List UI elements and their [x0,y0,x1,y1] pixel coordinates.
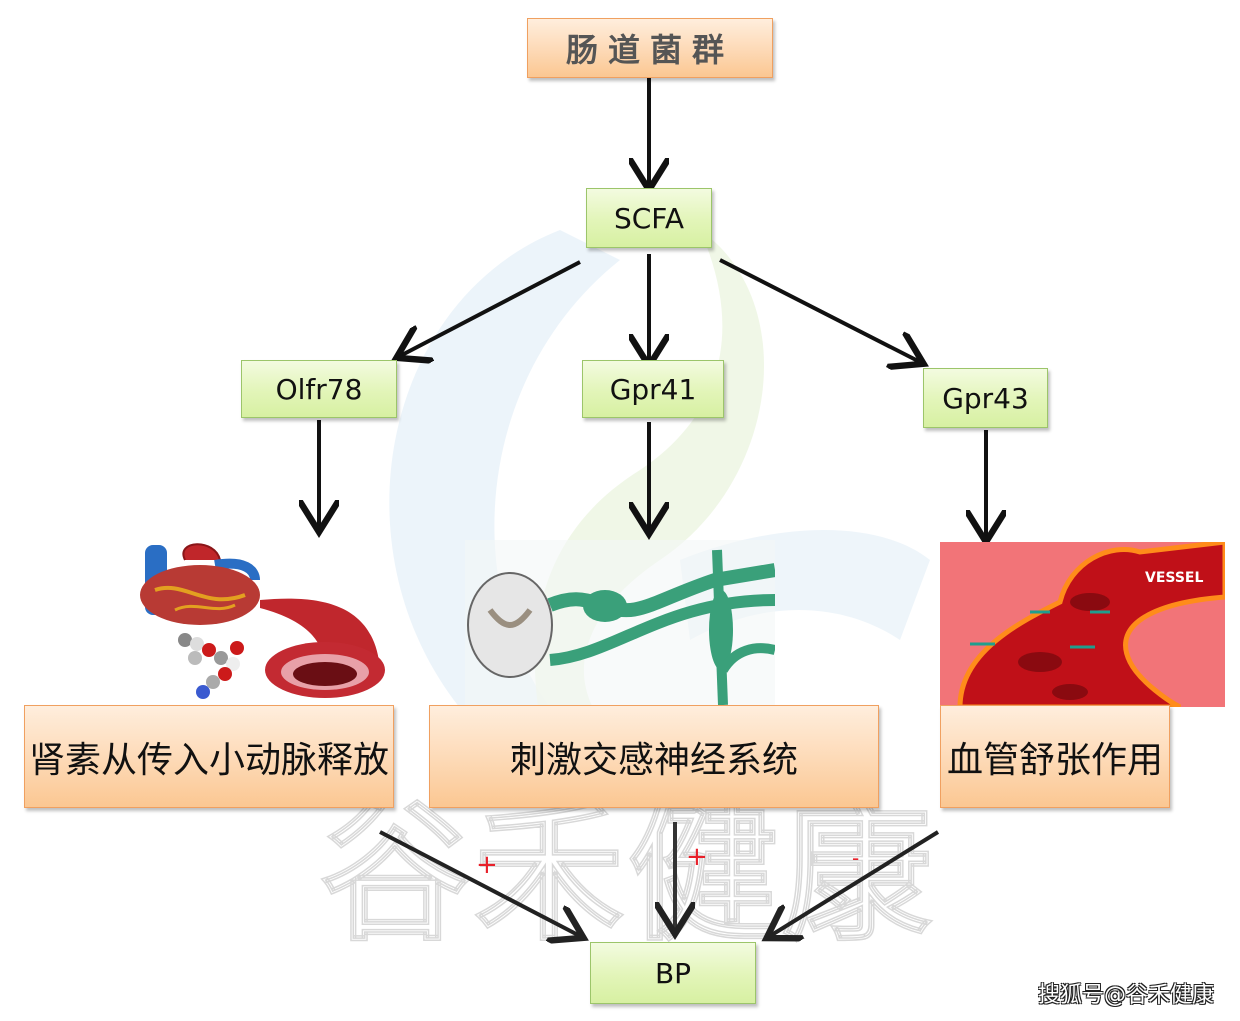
node-gpr43: Gpr43 [923,368,1048,428]
node-olfr78: Olfr78 [241,360,397,418]
arrow-scfa-to-olfr78 [400,260,581,356]
arrow-renin-to-bp [379,830,580,936]
source-credit: 搜狐号@谷禾健康 [1037,983,1214,1008]
node-gpr41: Gpr41 [582,360,724,418]
node-scfa: SCFA [586,188,712,248]
molecule-shape [178,633,244,699]
nerve-illustration [465,540,775,705]
node-gut-microbiota: 肠道菌群 [527,18,773,78]
node-renin-release: 肾素从传入小动脉释放 [24,705,394,808]
dilation-arrows [970,610,1110,649]
node-sympathetic: 刺激交感神经系统 [429,705,879,808]
watermark-text: 谷禾健康 [319,788,937,962]
arrow-vasodilation-to-bp [770,830,940,936]
vessel-illustration: VESSEL [940,542,1225,707]
sign-vasodilation: - [852,846,860,870]
heart-vessel-illustration [140,543,385,699]
node-bp: BP [590,942,756,1004]
arrow-scfa-to-gpr43 [719,258,920,362]
sign-renin: + [476,850,498,880]
vessel-label: VESSEL [1145,570,1203,586]
node-vasodilation: 血管舒张作用 [940,705,1170,808]
sign-sympathetic: + [686,842,708,872]
logo-blue-swoosh [389,230,620,720]
